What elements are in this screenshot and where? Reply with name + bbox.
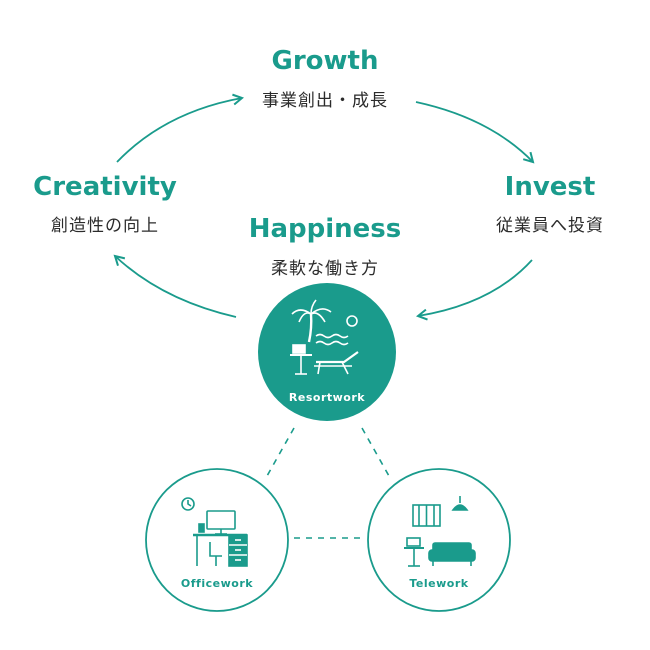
office-desk-icon bbox=[181, 497, 248, 567]
arrow-invest-to-happiness bbox=[415, 259, 533, 321]
dashed-link-resort-office bbox=[266, 427, 295, 477]
resortwork-node: Resortwork bbox=[258, 283, 396, 421]
arrow-growth-to-invest bbox=[415, 101, 535, 164]
resort-beach-icon bbox=[290, 299, 359, 375]
telework-node: Telework bbox=[367, 468, 511, 612]
home-sofa-icon bbox=[404, 496, 476, 567]
happiness-title: Happiness bbox=[248, 214, 402, 244]
invest-subtitle: 従業員へ投資 bbox=[496, 216, 604, 236]
growth-title: Growth bbox=[271, 46, 379, 76]
creativity-subtitle: 創造性の向上 bbox=[51, 216, 159, 236]
telework-label: Telework bbox=[409, 577, 468, 590]
arrow-creativity-to-growth bbox=[116, 93, 244, 163]
resortwork-label: Resortwork bbox=[289, 391, 365, 404]
invest-title: Invest bbox=[504, 172, 596, 202]
officework-label: Officework bbox=[181, 577, 253, 590]
growth-subtitle: 事業創出・成長 bbox=[262, 91, 388, 111]
happiness-subtitle: 柔軟な働き方 bbox=[271, 259, 379, 279]
creativity-title: Creativity bbox=[33, 172, 177, 202]
officework-node: Officework bbox=[145, 468, 289, 612]
arrow-happiness-to-creativity bbox=[113, 254, 237, 318]
dashed-link-resort-tele bbox=[361, 427, 390, 477]
